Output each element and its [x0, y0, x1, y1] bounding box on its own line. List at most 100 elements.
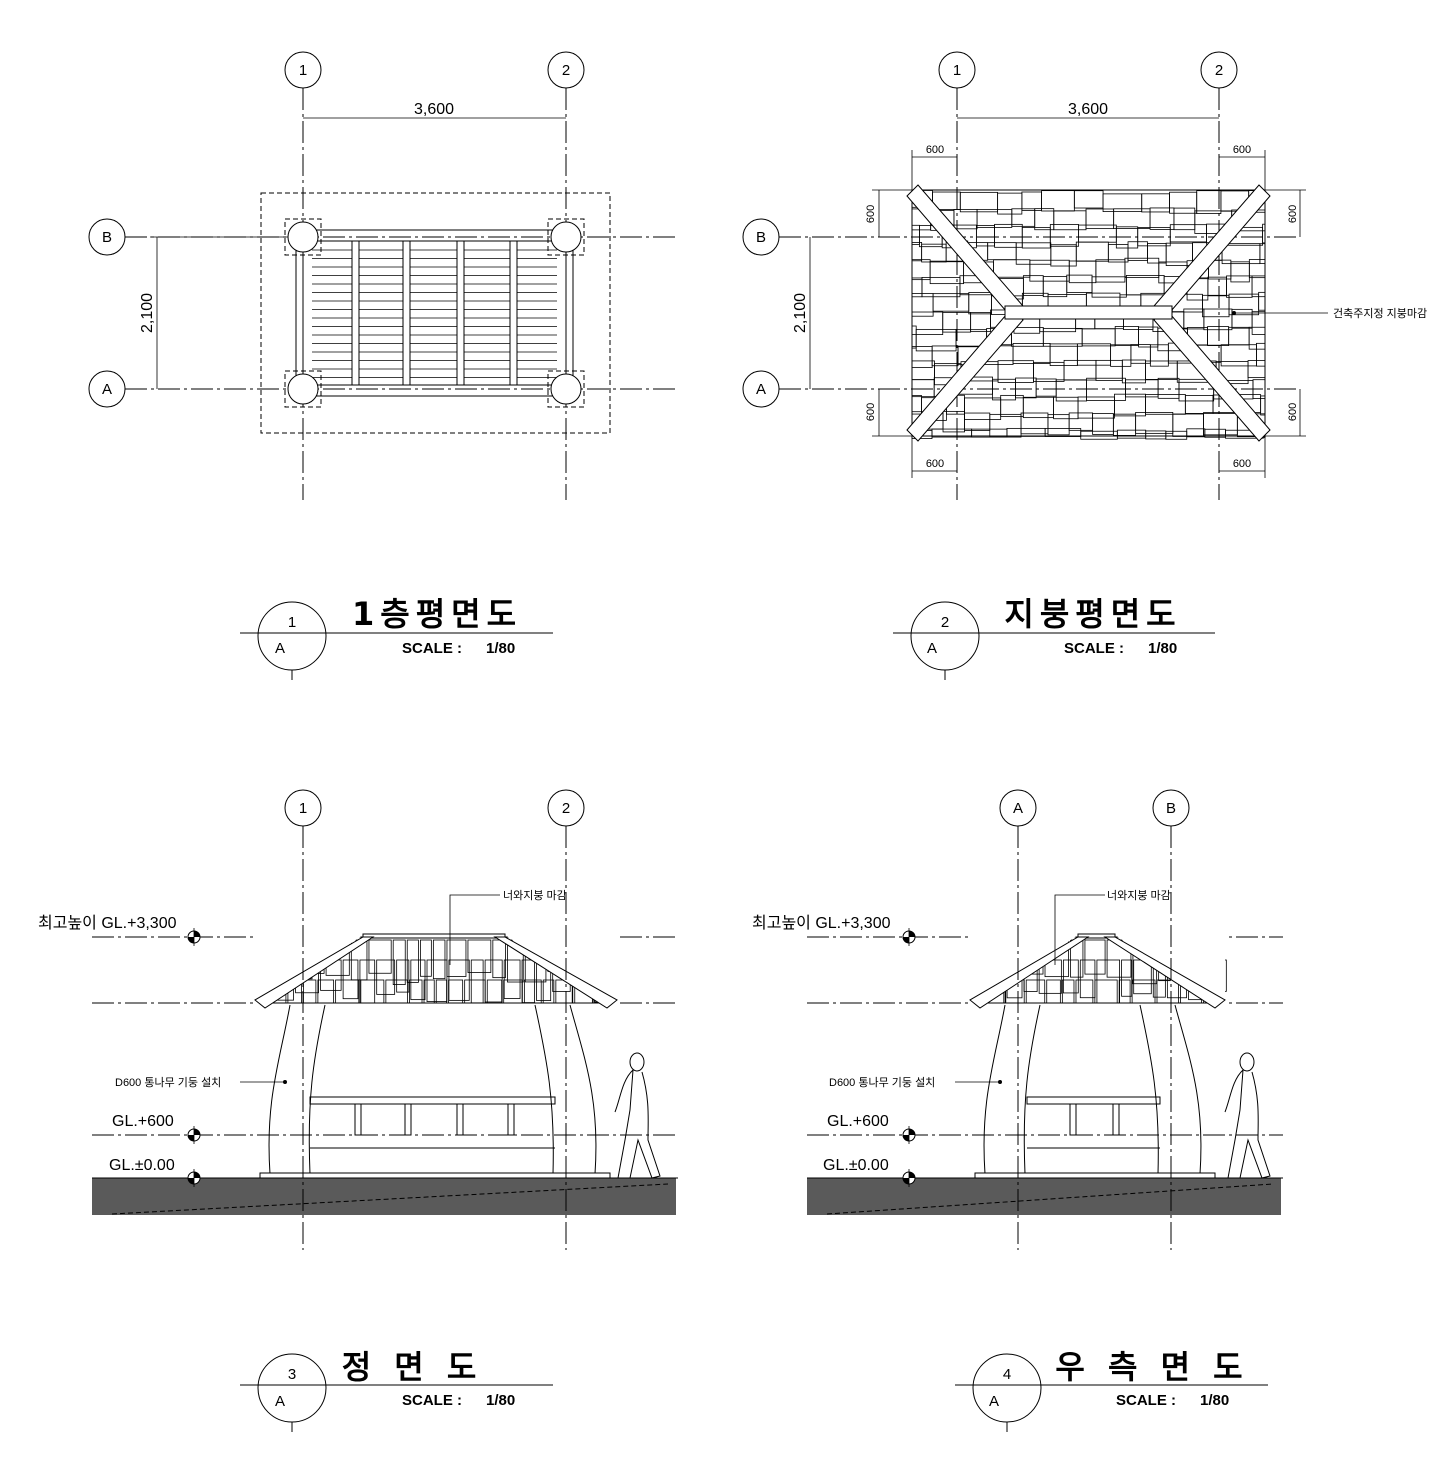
overhang-text: 600	[926, 458, 944, 470]
roof-slope-left	[254, 936, 375, 1009]
shingle	[1248, 259, 1266, 279]
grid-label: 2	[1215, 62, 1223, 79]
base-slab	[974, 1172, 1216, 1179]
log-column-outline	[983, 1004, 1006, 1175]
shingle	[1021, 191, 1042, 211]
log-column-outline	[308, 1004, 326, 1175]
scale-label: SCALE :	[402, 1392, 462, 1409]
drawing-title: 1층평면도	[352, 595, 522, 633]
shingle	[1053, 396, 1079, 420]
shingle	[1029, 259, 1070, 282]
grid-label: 2	[562, 62, 570, 79]
shingle	[1066, 274, 1093, 293]
drawing-number: 4	[1003, 1366, 1011, 1383]
shingle	[503, 979, 523, 1004]
shingle	[1000, 394, 1024, 418]
bench-rail	[1026, 1096, 1161, 1105]
shingle	[360, 979, 385, 1004]
shingle	[423, 979, 435, 1004]
shingle	[1196, 190, 1222, 214]
grid-bubble-2: 2	[547, 789, 585, 827]
shingle	[911, 379, 935, 398]
dimension-text: 3,600	[414, 101, 454, 118]
shingle	[911, 259, 931, 281]
column	[287, 373, 319, 405]
grid-bubble-2: 2	[1200, 51, 1238, 89]
shingle	[1080, 430, 1118, 440]
shingle	[1149, 344, 1169, 367]
shingle	[1156, 979, 1179, 1004]
grid-bubble-b: B	[742, 218, 780, 256]
bench-post	[507, 1103, 515, 1136]
shingle	[1055, 379, 1088, 402]
shingle	[1173, 207, 1196, 231]
grid-label: B	[102, 229, 112, 246]
dimension-text: 3,600	[1068, 101, 1108, 118]
dimension-x: 3,600	[303, 101, 566, 119]
shingle	[1095, 259, 1126, 283]
shingle	[542, 979, 555, 1004]
grid-label: A	[1013, 800, 1023, 817]
shingle	[1078, 224, 1117, 243]
shingle	[1118, 979, 1131, 1004]
grid-label: B	[756, 229, 766, 246]
shingle	[1073, 190, 1104, 209]
shingle	[1172, 413, 1204, 437]
scale-value: 1/80	[1200, 1392, 1229, 1409]
base-slab	[259, 1172, 611, 1179]
shingle	[911, 311, 944, 335]
bench-post	[1112, 1103, 1120, 1136]
shingle	[1145, 430, 1167, 440]
shingle	[1202, 294, 1230, 318]
deck-slats	[312, 240, 557, 386]
shingle	[1207, 276, 1227, 297]
shingle	[911, 395, 922, 415]
shingle	[1034, 208, 1055, 231]
shingle	[392, 939, 406, 985]
shingle	[1062, 959, 1079, 994]
dimension-y: 2,100	[792, 237, 811, 389]
shingle	[911, 277, 923, 298]
dimension-text: 2,100	[792, 293, 809, 333]
bench-post	[354, 1103, 362, 1136]
log-column-outline	[1139, 1004, 1159, 1175]
joist	[456, 240, 465, 386]
scale-label: SCALE :	[402, 640, 462, 657]
grid-bubble-a: A	[999, 789, 1037, 827]
shingle	[1046, 979, 1061, 1004]
roof-finish-leader: 건축주지정 지붕마감	[1232, 307, 1427, 320]
joist	[351, 240, 360, 386]
log-column-outline	[1023, 1004, 1041, 1175]
shingle	[1220, 344, 1257, 367]
roof-slope-right	[493, 936, 618, 1009]
overhang-text: 600	[865, 403, 877, 421]
column-note: D600 통나무 기둥 설치	[115, 1076, 221, 1089]
shingle	[1221, 243, 1261, 265]
bench-post	[1069, 1103, 1077, 1136]
scale-label: SCALE :	[1064, 640, 1124, 657]
shingle	[1112, 413, 1137, 436]
shingle	[1015, 377, 1037, 399]
shingle	[959, 191, 999, 213]
shingle	[1068, 412, 1094, 431]
shingle	[1096, 959, 1120, 1004]
shingle	[486, 979, 503, 1004]
drawing-title: 지붕평면도	[1004, 595, 1181, 633]
grid-bubble-a: A	[88, 370, 126, 408]
person-figure	[614, 1052, 661, 1179]
side-elevation: A B 최고높이 GL.+3,300 GL.+600 GL.±0.00 너와지붕…	[752, 789, 1283, 1250]
leader-dot	[283, 1080, 287, 1084]
shingle	[1230, 261, 1250, 283]
level-0-label: GL.±0.00	[109, 1157, 175, 1174]
sheet-letter: A	[275, 1393, 285, 1410]
shingle	[492, 939, 506, 979]
shingle	[1121, 959, 1133, 997]
shingle	[342, 959, 359, 1000]
joist	[509, 240, 518, 386]
shingle	[1147, 243, 1167, 264]
shingle	[1020, 412, 1049, 435]
title-block-side-elevation: 4 A 우 측 면 도 SCALE : 1/80	[955, 1348, 1268, 1432]
roof-note-leader	[449, 894, 500, 965]
drawing-title: 우 측 면 도	[1055, 1348, 1248, 1386]
